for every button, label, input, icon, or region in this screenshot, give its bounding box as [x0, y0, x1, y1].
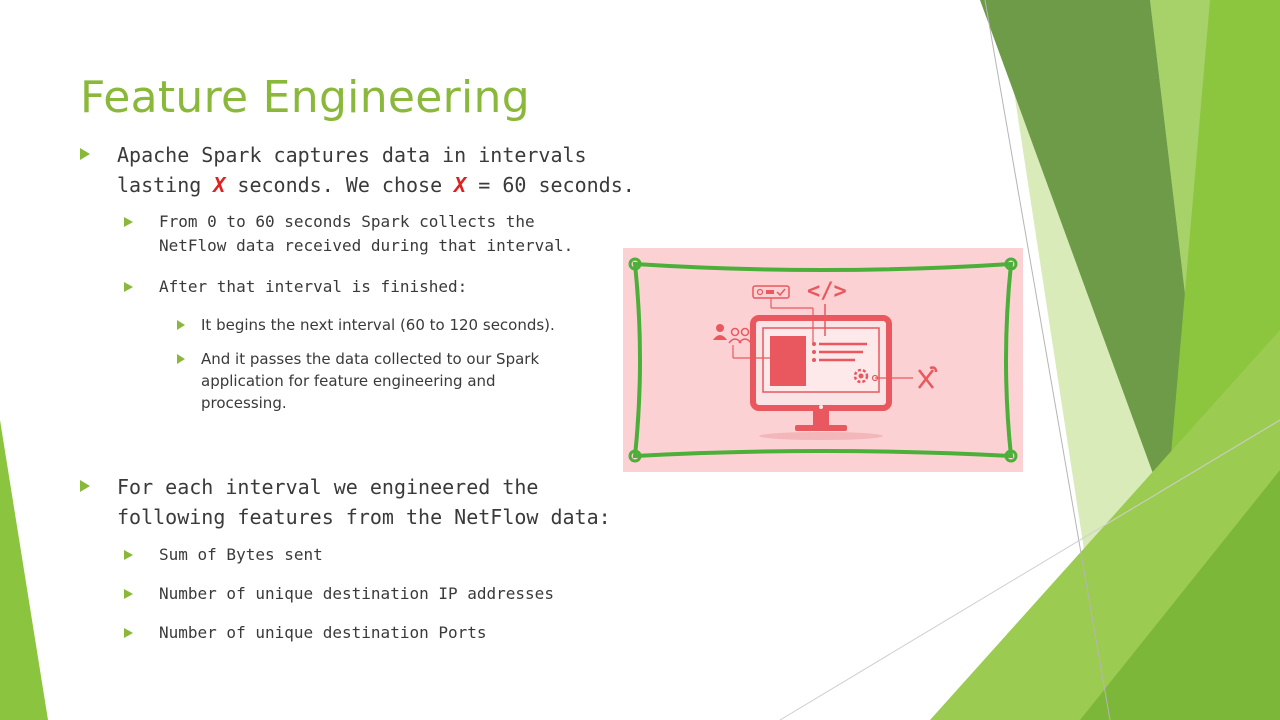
bullet-arrow-icon — [80, 148, 90, 160]
decor-thin-line-2 — [779, 419, 1280, 720]
monitor-neck — [813, 411, 829, 425]
toggle-bar — [766, 290, 774, 294]
bullet-interval-finished: After that interval is finished: — [124, 275, 468, 299]
bullet-line: For each interval we engineered the — [117, 475, 539, 499]
text-run: seconds. We chose — [225, 173, 455, 197]
monitor-code-illustration: </> — [628, 257, 1018, 463]
wrench-icon — [918, 366, 938, 389]
variable-x: X — [454, 173, 467, 197]
bullet-arrow-icon — [124, 550, 133, 560]
feature-label: Number of unique destination IP addresse… — [159, 584, 554, 603]
dot-icon — [812, 358, 816, 362]
user-icon-body — [713, 335, 727, 340]
user-icon — [740, 327, 750, 337]
bullet-line: following features from the NetFlow data… — [117, 505, 611, 529]
feature-item: Number of unique destination IP addresse… — [124, 582, 554, 606]
green-frame — [632, 261, 1014, 459]
monitor-button — [819, 405, 823, 409]
bullet-arrow-icon — [177, 320, 185, 330]
monitor-panel — [770, 336, 806, 386]
decor-thin-line — [984, 0, 1111, 720]
feature-label: Number of unique destination Ports — [159, 623, 487, 642]
check-icon — [776, 288, 786, 297]
left-edge-shape — [0, 420, 48, 720]
bullet-next-interval: It begins the next interval (60 to 120 s… — [177, 314, 555, 336]
bullet-line: It begins the next interval (60 to 120 s… — [201, 316, 555, 334]
feature-label: Sum of Bytes sent — [159, 545, 323, 564]
text-run: lasting — [117, 173, 214, 197]
bullet-pass-data: And it passes the data collected to our … — [177, 348, 540, 414]
code-tag-icon: </> — [807, 279, 847, 304]
decor-shape-bottom2 — [1080, 470, 1280, 720]
monitor-base — [795, 425, 847, 431]
bullet-line: Apache Spark captures data in intervals — [117, 143, 587, 167]
toggle-dot-icon — [756, 288, 764, 296]
bullet-arrow-icon — [80, 480, 90, 492]
bullet-line: lasting X seconds. We chose X = 60 secon… — [117, 170, 635, 200]
bullet-line: application for feature engineering and — [201, 372, 496, 390]
frame-corner — [1004, 257, 1018, 271]
user-icon — [730, 327, 740, 337]
connector-dot — [871, 374, 879, 382]
bullet-arrow-icon — [124, 589, 133, 599]
bullet-line: And it passes the data collected to our … — [201, 350, 540, 368]
bullet-line: processing. — [201, 394, 287, 412]
bullet-engineered-features: For each interval we engineered the foll… — [80, 472, 611, 532]
user-icon-body — [738, 338, 752, 344]
bullet-line: NetFlow data received during that interv… — [159, 236, 574, 255]
decor-shape-dark — [980, 0, 1200, 520]
bullet-arrow-icon — [124, 282, 133, 292]
bullet-line: From 0 to 60 seconds Spark collects the — [159, 212, 535, 231]
screwdriver-icon — [918, 369, 934, 389]
variable-x: X — [213, 173, 226, 197]
bullet-apache-spark: Apache Spark captures data in intervals … — [80, 140, 635, 200]
user-icon — [716, 324, 724, 332]
frame-corner — [628, 257, 642, 271]
bullet-line: After that interval is finished: — [159, 277, 468, 296]
frame-corner — [628, 449, 642, 463]
gear-icon-center — [858, 373, 864, 379]
slide-title: Feature Engineering — [80, 72, 530, 123]
feature-item: Number of unique destination Ports — [124, 621, 487, 645]
feature-engineering-illustration: </> — [623, 248, 1023, 472]
text-run: = 60 seconds. — [466, 173, 635, 197]
bullet-arrow-icon — [124, 628, 133, 638]
gear-icon — [853, 368, 869, 384]
bullet-arrow-icon — [124, 217, 133, 227]
monitor-shadow — [759, 432, 883, 440]
bullet-arrow-icon — [177, 354, 185, 364]
bullet-interval-collect: From 0 to 60 seconds Spark collects the … — [124, 210, 574, 258]
frame-corner — [1004, 449, 1018, 463]
feature-item: Sum of Bytes sent — [124, 543, 323, 567]
dot-icon — [812, 350, 816, 354]
